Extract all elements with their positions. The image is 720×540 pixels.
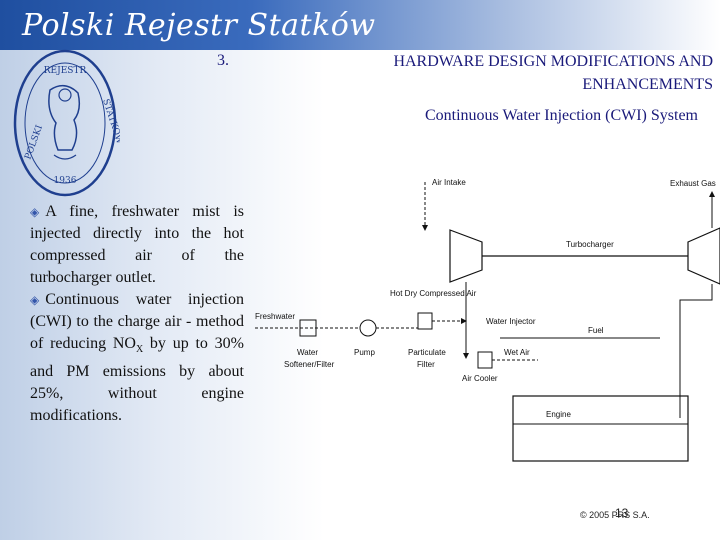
slide-title-line1: HARDWARE DESIGN MODIFICATIONS AND xyxy=(393,53,713,70)
label-fuel: Fuel xyxy=(588,326,604,335)
label-particulate-1: Particulate xyxy=(408,348,446,357)
page-number: 13 xyxy=(615,506,629,520)
turbo-compressor xyxy=(449,229,483,283)
bullet-item-1: ◈A fine, freshwater mist is injected dir… xyxy=(30,201,244,289)
label-hot-dry-air: Hot Dry Compressed Air xyxy=(390,289,477,298)
label-particulate-2: Filter xyxy=(417,360,435,369)
label-pump: Pump xyxy=(354,348,375,357)
bullet-text-2-pre: Continuous water injection (CWI) to the … xyxy=(30,291,244,352)
header-banner xyxy=(0,0,720,50)
bullet-text-2-post: by up to 30% and PM emissions by about 2… xyxy=(30,335,244,425)
slide-title: HARDWARE DESIGN MODIFICATIONS AND ENHANC… xyxy=(258,50,713,96)
diamond-bullet-icon: ◈ xyxy=(30,293,40,307)
water-softener-filter xyxy=(299,319,317,337)
label-turbocharger: Turbocharger xyxy=(566,240,614,249)
label-water-softener-1: Water xyxy=(297,348,318,357)
label-water-injector: Water Injector xyxy=(486,317,536,326)
label-wet-air: Wet Air xyxy=(504,348,530,357)
engine-block xyxy=(512,395,689,462)
bullet-item-2: ◈Continuous water injection (CWI) to the… xyxy=(30,289,244,427)
label-air-cooler: Air Cooler xyxy=(462,374,498,383)
engine-exhaust-line xyxy=(679,284,713,418)
turbo-turbine xyxy=(687,227,720,285)
label-engine: Engine xyxy=(546,410,571,419)
body-text: ◈A fine, freshwater mist is injected dir… xyxy=(30,201,244,427)
particulate-filter xyxy=(417,312,433,330)
label-water-softener-2: Softener/Filter xyxy=(284,360,335,369)
cwi-system-diagram: Air Intake Turbocharger Exhaust Gas Hot … xyxy=(255,178,720,462)
brand-title: Polski Rejestr Statków xyxy=(22,8,376,43)
seal-right-text: STATKÓW xyxy=(100,97,120,146)
air-cooler xyxy=(477,351,493,369)
prs-seal-logo: REJESTR POLSKI STATKÓW 1936 xyxy=(13,49,120,197)
footer-copyright: © 2005 PRS S.A. xyxy=(580,510,650,520)
bullet-text-1: A fine, freshwater mist is injected dire… xyxy=(30,203,244,286)
label-air-intake: Air Intake xyxy=(432,178,466,187)
slide-title-line2: ENHANCEMENTS xyxy=(582,76,713,93)
pump xyxy=(359,319,377,337)
bullet-text-2-sub: X xyxy=(135,344,144,356)
diamond-bullet-icon: ◈ xyxy=(30,205,40,219)
label-freshwater: Freshwater xyxy=(255,312,295,321)
seal-top-text: REJESTR xyxy=(44,66,87,76)
section-number: 3. xyxy=(217,52,229,69)
slide-subtitle: Continuous Water Injection (CWI) System xyxy=(424,107,698,124)
label-exhaust-gas: Exhaust Gas xyxy=(670,179,716,188)
seal-year: 1936 xyxy=(54,176,77,186)
